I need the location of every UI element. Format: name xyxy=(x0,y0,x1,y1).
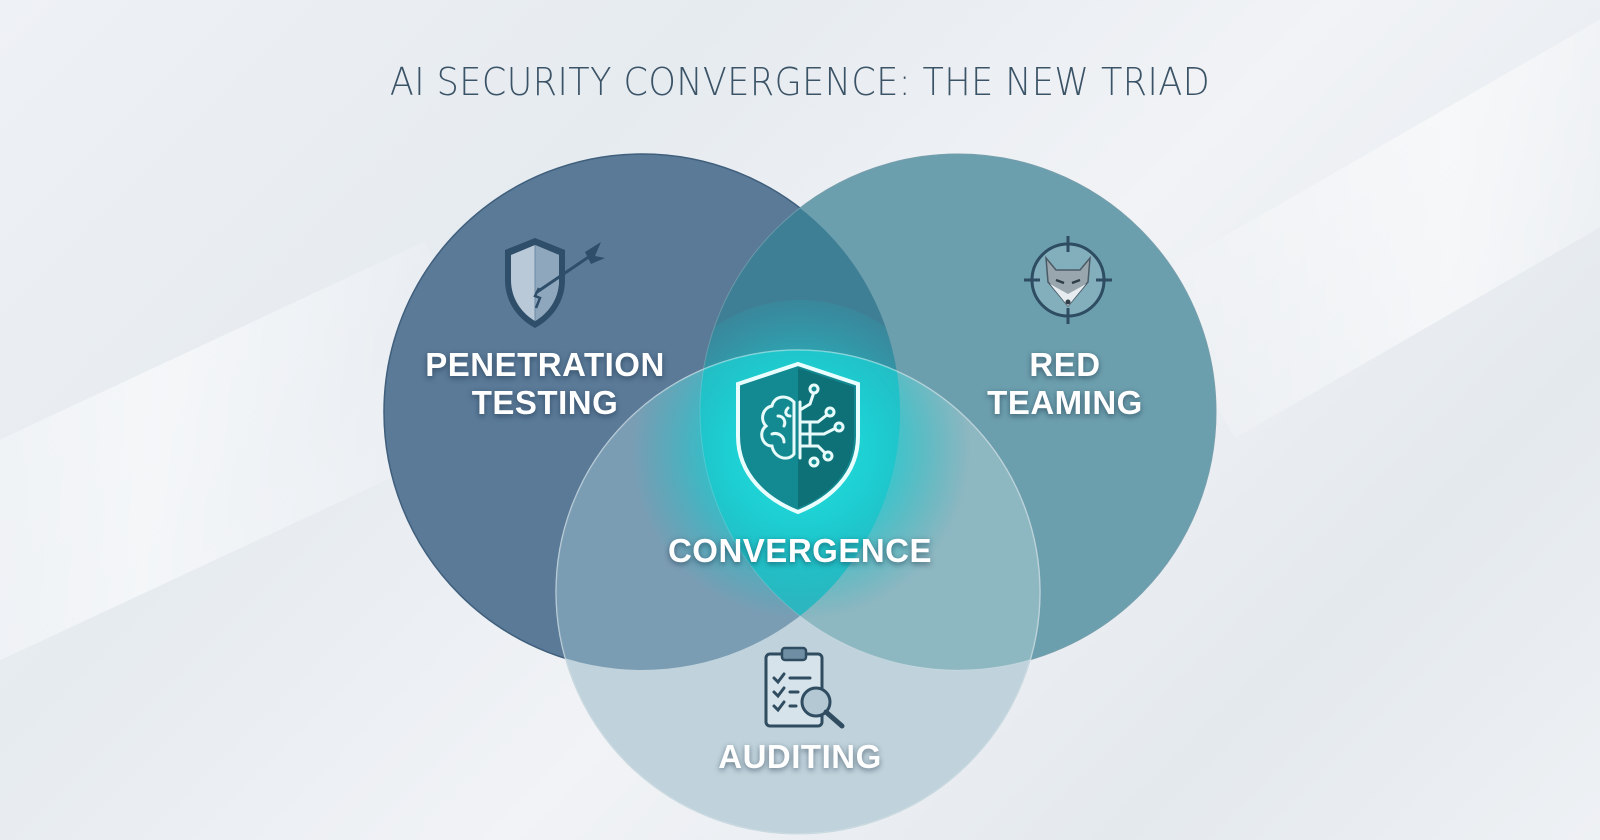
shield-with-arrow-icon xyxy=(505,238,605,328)
fox-crosshair-icon xyxy=(1024,236,1112,324)
label-line: RED xyxy=(1029,346,1101,383)
label-line: TESTING xyxy=(471,384,619,421)
clipboard-magnifier-icon xyxy=(764,646,845,729)
label-auditing: AUDITING xyxy=(718,738,882,775)
brain-shield-icon xyxy=(736,361,860,515)
label-convergence: CONVERGENCE xyxy=(667,532,933,569)
label-line: TEAMING xyxy=(987,384,1143,421)
label-red-teaming: RED TEAMING xyxy=(945,346,1185,422)
page-title: AI SECURITY CONVERGENCE: THE NEW TRIAD xyxy=(389,60,1211,104)
label-line: PENETRATION xyxy=(425,346,665,383)
label-penetration-testing: PENETRATION TESTING xyxy=(405,346,685,422)
